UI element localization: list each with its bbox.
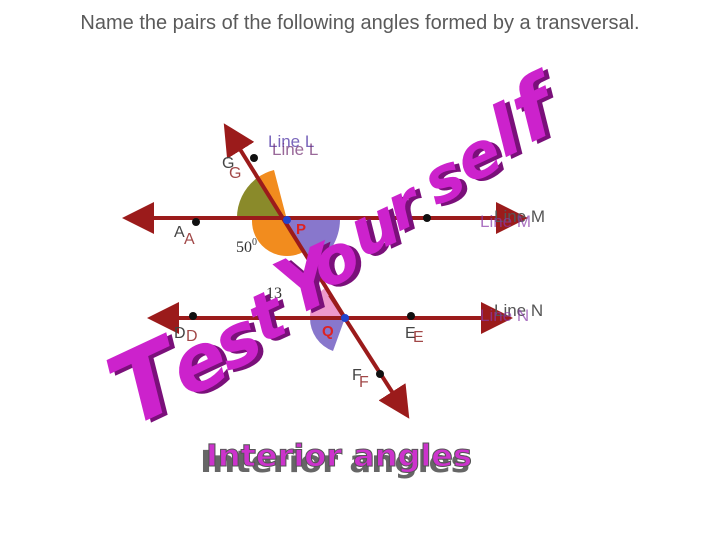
point-e-label-shadow: E bbox=[413, 329, 424, 346]
point-q-label: Q bbox=[322, 323, 334, 340]
point-e-label: E bbox=[405, 325, 416, 342]
line-n-label: Line N bbox=[494, 301, 543, 320]
point-d-dot bbox=[189, 312, 197, 320]
transversal-line-l bbox=[223, 123, 347, 320]
point-e-dot bbox=[407, 312, 415, 320]
point-f-dot bbox=[376, 370, 384, 378]
line-m-label-shadow: Line M bbox=[480, 212, 531, 231]
line-l-label: Line L bbox=[268, 132, 314, 151]
angle-label-50-value: 50 bbox=[236, 239, 252, 256]
point-q-dot bbox=[341, 314, 349, 322]
point-f-label: F bbox=[352, 367, 362, 384]
point-a-label: A bbox=[174, 224, 185, 241]
point-g-label: G bbox=[222, 155, 234, 172]
angle-label-13: 13 bbox=[266, 285, 282, 302]
angle-sector-olive bbox=[236, 178, 287, 220]
angle-sector-purple-lower bbox=[309, 318, 345, 351]
point-d-label: D bbox=[174, 325, 186, 342]
angle-label-50-degree: 0 bbox=[252, 237, 257, 248]
point-m-right-dot bbox=[423, 214, 431, 222]
line-m-label: Line M bbox=[494, 207, 545, 226]
angle-sector-purple-right bbox=[287, 220, 340, 266]
point-g-label-shadow: G bbox=[229, 165, 241, 182]
point-a-label-shadow: A bbox=[184, 231, 195, 248]
transversal-line-l-lower bbox=[328, 293, 410, 419]
point-p-dot bbox=[283, 216, 291, 224]
point-d-label-shadow: D bbox=[186, 328, 198, 345]
page-title: Name the pairs of the following angles f… bbox=[80, 12, 640, 34]
answer-text-shadow: Interior angles bbox=[200, 445, 470, 480]
point-f-label-shadow: F bbox=[359, 374, 369, 391]
point-g-dot bbox=[250, 154, 258, 162]
line-l-label-shadow: Line L bbox=[272, 140, 318, 159]
line-n-label-shadow: Line N bbox=[480, 306, 529, 325]
angle-sector-pink bbox=[309, 288, 345, 318]
point-a-dot bbox=[192, 218, 200, 226]
point-p-label: P bbox=[296, 221, 306, 238]
answer-text: Interior angles bbox=[206, 439, 472, 474]
angle-label-50: 500 bbox=[236, 237, 257, 256]
